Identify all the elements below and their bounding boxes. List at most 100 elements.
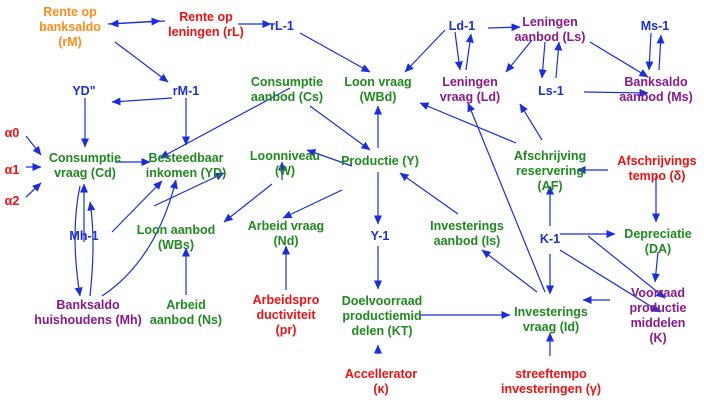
node-gamma-label: streeftempo: [515, 367, 587, 381]
node-DA-label: (DA): [645, 242, 671, 256]
node-Is-label: aanbod (Is): [434, 234, 501, 248]
node-Ns-label: Arbeid: [166, 298, 206, 312]
node-pr-label: (pr): [276, 323, 297, 337]
node-pr-label: ductiviteit: [256, 308, 316, 322]
node-Y-label: Productie (Y): [341, 154, 419, 168]
node-Ms1-label: Ms-1: [641, 19, 670, 33]
arrow-9: [487, 23, 521, 32]
node-Ls-label: Leningen: [522, 15, 578, 29]
node-rM1-label: rM-1: [173, 84, 199, 98]
node-K-label: (K): [649, 331, 666, 345]
node-YDq: YD": [72, 84, 95, 98]
arrow-20: [25, 135, 42, 156]
node-DA-label: Depreciatie: [624, 227, 691, 241]
arrow-39: [519, 103, 543, 141]
arrow-56: [111, 180, 163, 233]
node-a0-label: α0: [5, 126, 20, 140]
node-Ls1-label: Ls-1: [538, 84, 564, 98]
arrow-57: [101, 179, 178, 297]
node-YD-label: inkomen (YD): [146, 166, 227, 180]
arrow-2: [109, 19, 166, 28]
node-Id-label: vraag (Id): [523, 320, 579, 334]
node-WBd-label: Loon vraag: [344, 75, 411, 89]
node-pr-label: Arbeidspro: [253, 293, 320, 307]
node-Cs-label: aanbod (Cs): [251, 90, 323, 104]
node-KT-label: Doelvoorraad: [342, 294, 423, 308]
arrow-25: [309, 105, 371, 151]
arrow-40: [467, 102, 546, 293]
node-Ld1: Ld-1: [449, 19, 475, 33]
arrow-10: [505, 39, 533, 73]
arrow-13: [589, 41, 649, 78]
arrow-7: [454, 31, 463, 71]
arrow-11: [538, 41, 547, 79]
node-Ld1-label: Ld-1: [449, 19, 475, 33]
node-Mh-label: Banksaldo: [56, 298, 120, 312]
node-a1-label: α1: [5, 163, 20, 177]
node-Y: Productie (Y): [341, 154, 419, 168]
arrow-54: [74, 185, 83, 297]
node-Nd-label: Arbeid vraag: [248, 219, 324, 233]
node-Is-label: Investerings: [430, 219, 504, 233]
arrow-4: [114, 41, 169, 83]
node-delta-label: tempo (δ): [629, 169, 686, 183]
node-AF-label: Afschrijving: [514, 149, 586, 163]
arrow-22: [25, 182, 42, 198]
node-WBd: Loon vraag(WBd): [344, 75, 411, 104]
node-Ms-label: aanbod (Ms): [619, 90, 693, 104]
node-Ns-label: aanbod (Ns): [150, 313, 222, 327]
node-Ms1: Ms-1: [641, 19, 670, 33]
node-Y1: Y-1: [371, 229, 390, 243]
arrow-27: [306, 149, 353, 167]
arrows: [25, 17, 666, 356]
node-Mh-label: huishoudens (Mh): [34, 313, 142, 327]
node-delta-label: Afschrijvings: [617, 154, 696, 168]
node-W-label: (W): [275, 164, 295, 178]
arrow-30: [282, 189, 343, 219]
node-rM_top-label: banksaldo: [39, 20, 101, 34]
node-rM_top-label: (rM): [58, 35, 82, 49]
node-KT-label: delen (KT): [351, 324, 412, 338]
node-kappa: Accellerator(κ): [345, 367, 417, 396]
node-kappa-label: Accellerator: [345, 367, 417, 381]
arrow-38: [419, 102, 517, 144]
arrow-53: [587, 235, 666, 299]
node-Id-label: Investerings: [514, 305, 588, 319]
node-Ms-label: Banksaldo: [624, 75, 688, 89]
node-YD-label: Besteedbaar: [148, 151, 223, 165]
node-K1: K-1: [540, 232, 560, 246]
arrow-8: [465, 33, 474, 71]
arrow-15: [656, 34, 665, 71]
node-rL1: rL-1: [270, 19, 294, 33]
node-Ls1: Ls-1: [538, 84, 564, 98]
arrow-12: [554, 41, 563, 79]
arrow-51: [481, 249, 538, 293]
node-K-label: Voorraad: [631, 286, 685, 300]
node-KT-label: productiemid: [342, 309, 421, 323]
node-AF-label: reservering: [516, 164, 584, 178]
node-Ls-label: aanbod (Ls): [515, 30, 586, 44]
arrow-29: [223, 183, 273, 223]
arrow-36: [153, 172, 225, 207]
node-a2-label: α2: [5, 194, 20, 208]
node-K-label: middelen: [631, 316, 686, 330]
arrow-52: [559, 249, 661, 313]
node-Mh1: Mh-1: [69, 229, 98, 243]
node-YDq-label: YD": [72, 84, 95, 98]
node-a1: α1: [5, 163, 20, 177]
node-WBs-label: Loon aanbod: [137, 223, 215, 237]
